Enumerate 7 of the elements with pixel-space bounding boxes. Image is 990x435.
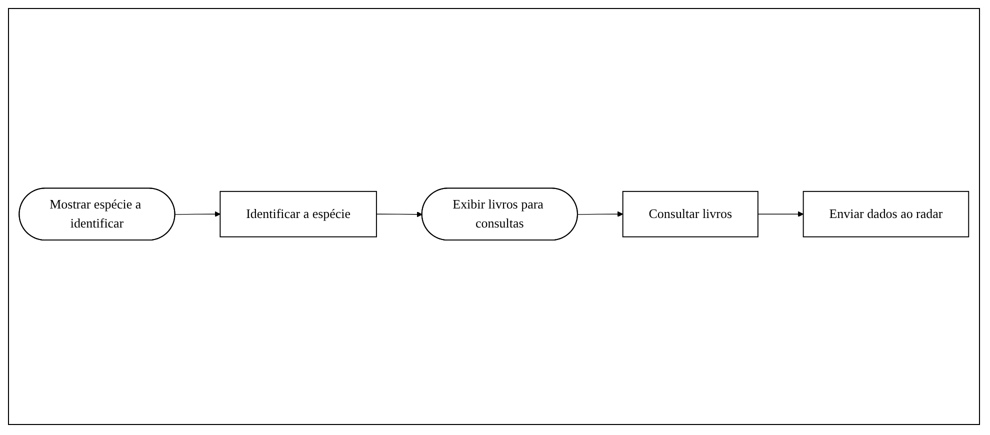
node-box: Enviar dados ao radar (802, 190, 970, 238)
arrow (174, 211, 221, 217)
arrow (376, 211, 423, 218)
node-box: Consultar livros (622, 190, 759, 238)
node-box: Identificar a espécie (220, 190, 378, 238)
arrow (578, 211, 624, 217)
arrow (758, 211, 804, 217)
